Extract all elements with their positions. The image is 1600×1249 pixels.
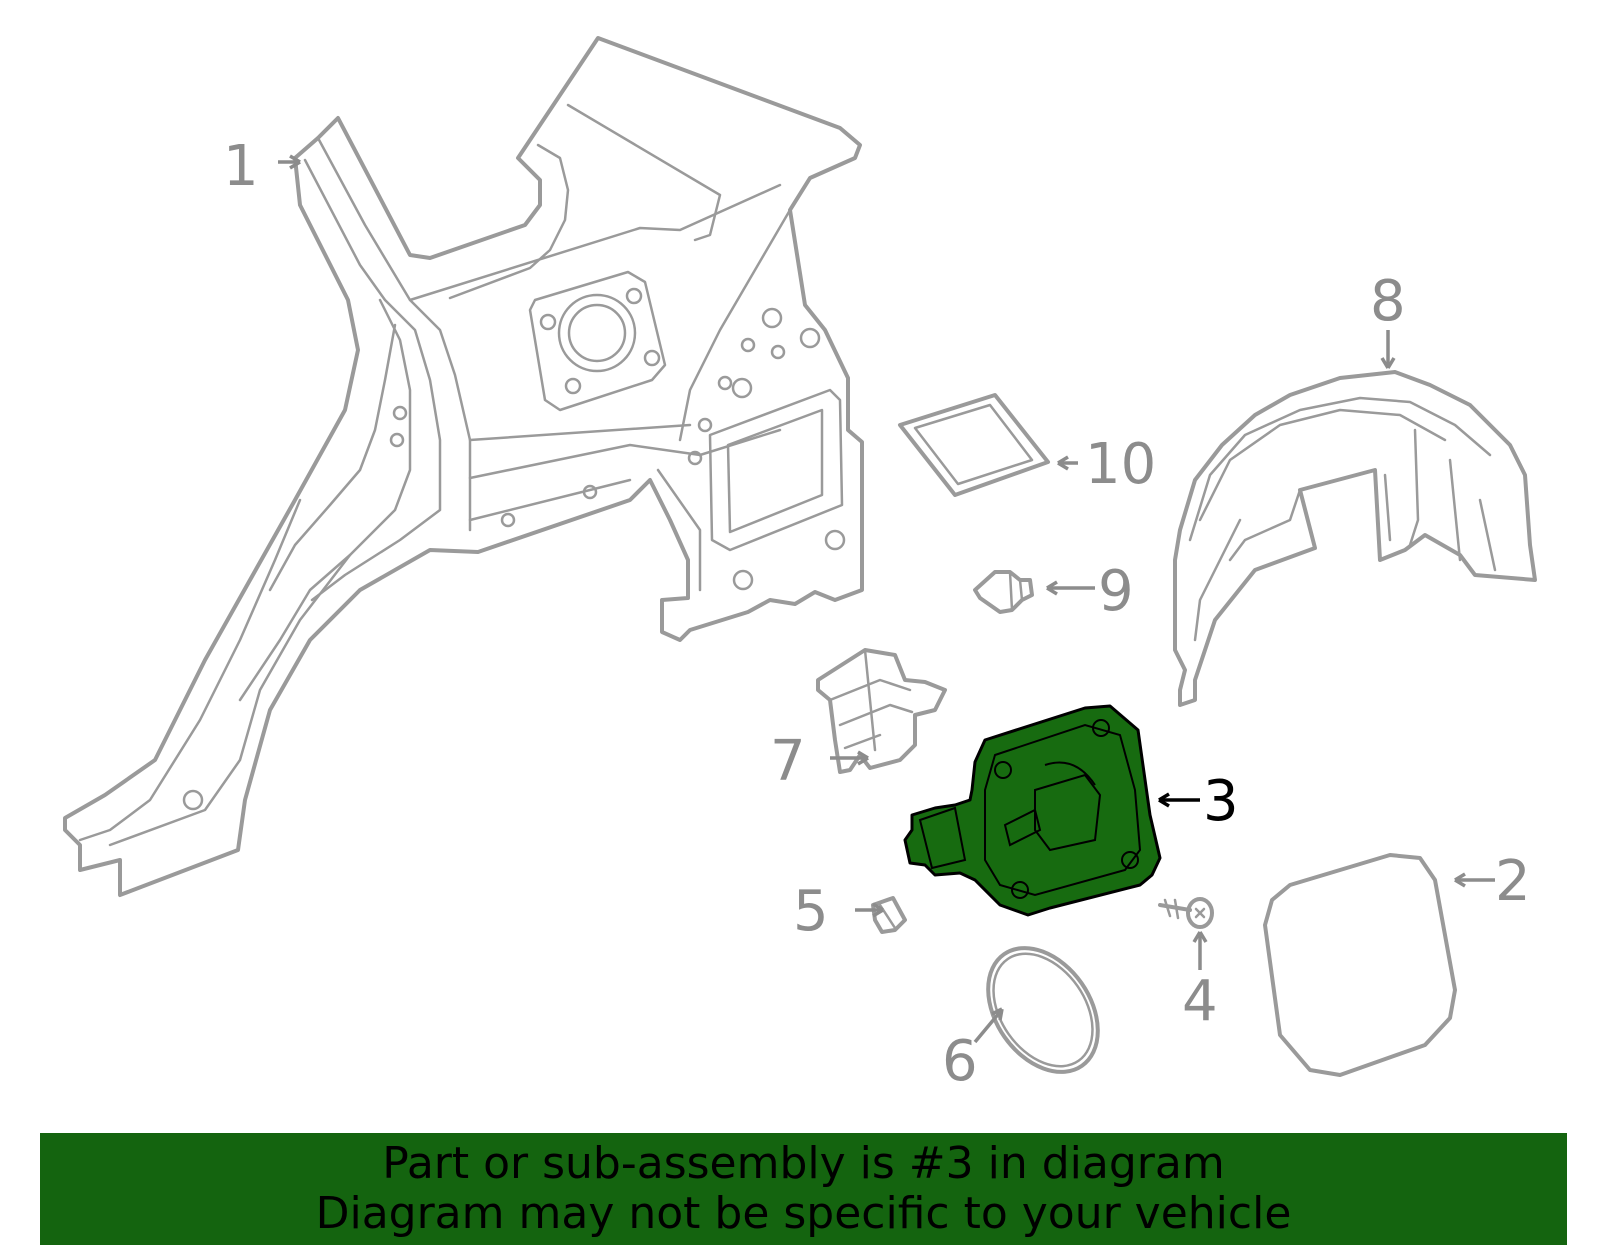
callout-9[interactable]: 9 bbox=[1098, 559, 1134, 624]
callout-4[interactable]: 4 bbox=[1182, 969, 1218, 1034]
part-8-wheelhouse-liner[interactable] bbox=[1173, 370, 1537, 707]
banner-line-disclaimer: Diagram may not be specific to your vehi… bbox=[315, 1188, 1292, 1239]
part-4-screw[interactable] bbox=[1158, 897, 1214, 929]
part-1-quarter-panel[interactable] bbox=[63, 36, 864, 897]
callout-10[interactable]: 10 bbox=[1085, 432, 1156, 497]
part-9-clip[interactable] bbox=[973, 570, 1034, 614]
callout-8[interactable]: 8 bbox=[1370, 269, 1406, 334]
callout-5[interactable]: 5 bbox=[793, 879, 829, 944]
leader-lines bbox=[278, 154, 1495, 1044]
callout-2[interactable]: 2 bbox=[1495, 849, 1531, 914]
banner-line-part: Part or sub-assembly is #3 in diagram bbox=[382, 1138, 1225, 1189]
part-7-actuator[interactable] bbox=[816, 648, 947, 774]
callout-1[interactable]: 1 bbox=[223, 134, 259, 199]
callout-7[interactable]: 7 bbox=[770, 729, 806, 794]
parts-diagram: 1 10 8 9 7 3 2 5 4 6 bbox=[63, 36, 1537, 1094]
part-10-panel[interactable] bbox=[898, 393, 1050, 497]
part-2-fuel-door[interactable] bbox=[1263, 853, 1457, 1077]
callout-3[interactable]: 3 bbox=[1203, 769, 1239, 834]
callout-6[interactable]: 6 bbox=[942, 1029, 978, 1094]
callout-labels: 1 10 8 9 7 3 2 5 4 6 bbox=[223, 134, 1531, 1094]
part-6-seal-ring[interactable] bbox=[965, 927, 1120, 1092]
info-banner: Part or sub-assembly is #3 in diagram Di… bbox=[40, 1133, 1567, 1245]
part-3-fuel-filler-housing[interactable] bbox=[903, 704, 1162, 917]
